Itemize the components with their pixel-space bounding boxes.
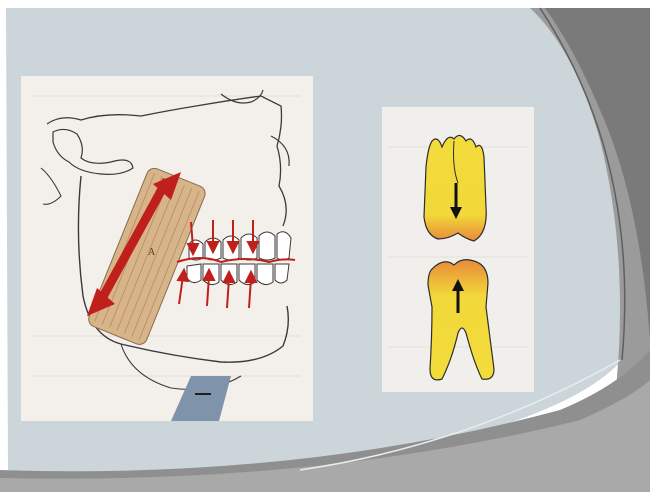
jaw-illustration xyxy=(21,76,313,421)
teeth-illustration xyxy=(382,107,534,392)
teeth-figure xyxy=(382,107,534,392)
muscle-label: A xyxy=(148,247,155,258)
jaw-figure: A xyxy=(21,76,313,421)
